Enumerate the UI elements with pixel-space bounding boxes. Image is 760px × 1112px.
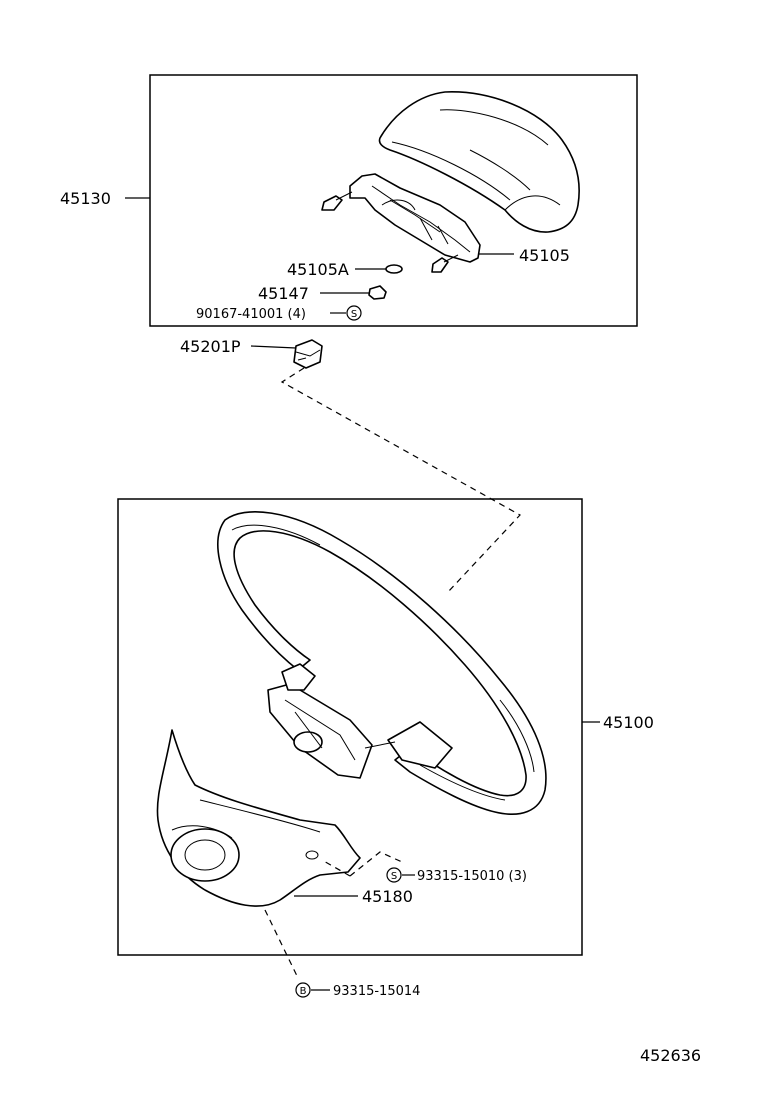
label-90167: 90167-41001 (4) <box>196 307 306 322</box>
dash-screw-15014 <box>264 909 299 979</box>
label-45201p: 45201P <box>180 337 241 356</box>
lower-cover-45180-drawing <box>156 729 361 907</box>
bracket-45105-drawing <box>321 173 481 273</box>
part-45105a-clip <box>385 264 403 274</box>
badge-b-93315-15014-text: B <box>300 986 307 997</box>
part-45201p-switch <box>293 339 323 369</box>
pad-assembly-frame <box>149 74 638 327</box>
dash-switch-to-wheel <box>280 367 521 593</box>
dash-screw-15010 <box>321 851 403 877</box>
label-45105: 45105 <box>519 246 570 265</box>
wheel-assembly-frame <box>117 498 583 956</box>
badge-s-93315-15010 <box>386 867 402 883</box>
badge-s-90167 <box>346 305 362 321</box>
label-93315-15010: 93315-15010 (3) <box>417 869 527 884</box>
diagram-number: 452636 <box>640 1046 701 1065</box>
steering-wheel-drawing <box>217 511 547 815</box>
leader-45201p <box>250 345 297 349</box>
pad-cover-drawing <box>378 91 580 233</box>
badge-b-93315-15014 <box>295 982 311 998</box>
badge-s-93315-15010-text: S <box>391 871 397 882</box>
label-45105a: 45105A <box>287 260 349 279</box>
part-45147-nut <box>368 285 387 300</box>
label-93315-15014: 93315-15014 <box>333 984 420 999</box>
label-45100: 45100 <box>603 713 654 732</box>
label-45180: 45180 <box>362 887 413 906</box>
label-45130: 45130 <box>60 189 111 208</box>
label-45147: 45147 <box>258 284 309 303</box>
badge-s-90167-text: S <box>351 309 357 320</box>
